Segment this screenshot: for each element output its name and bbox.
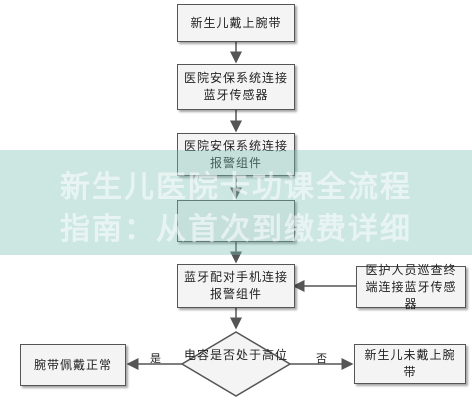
overlay-title-line2: 指南：从首次到缴费详细 [60,212,412,247]
overlay-banner [0,150,472,255]
decision-diamond [180,331,292,397]
node-phone-alarm: 蓝牙配对手机连接报警组件 [177,264,295,308]
node-wristband-normal: 腕带佩戴正常 [20,344,126,386]
node-patrol-terminal: 医护人员巡查终端连接蓝牙传感器 [356,263,466,311]
decision-label: 电容是否处于高位 [183,348,288,362]
yes-label: 是 [150,352,161,365]
node-security-bluetooth: 医院安保系统连接蓝牙传感器 [177,64,295,110]
node-step-four [177,200,295,242]
no-label: 否 [316,352,327,365]
node-wristband-missing: 新生儿未戴上腕带 [354,344,466,384]
node-wristband-on: 新生儿戴上腕带 [177,4,295,42]
node-security-alarm: 医院安保系统连接报警组件 [177,133,295,176]
overlay-title-line1: 新生儿医院卡功课全流程 [60,170,412,205]
